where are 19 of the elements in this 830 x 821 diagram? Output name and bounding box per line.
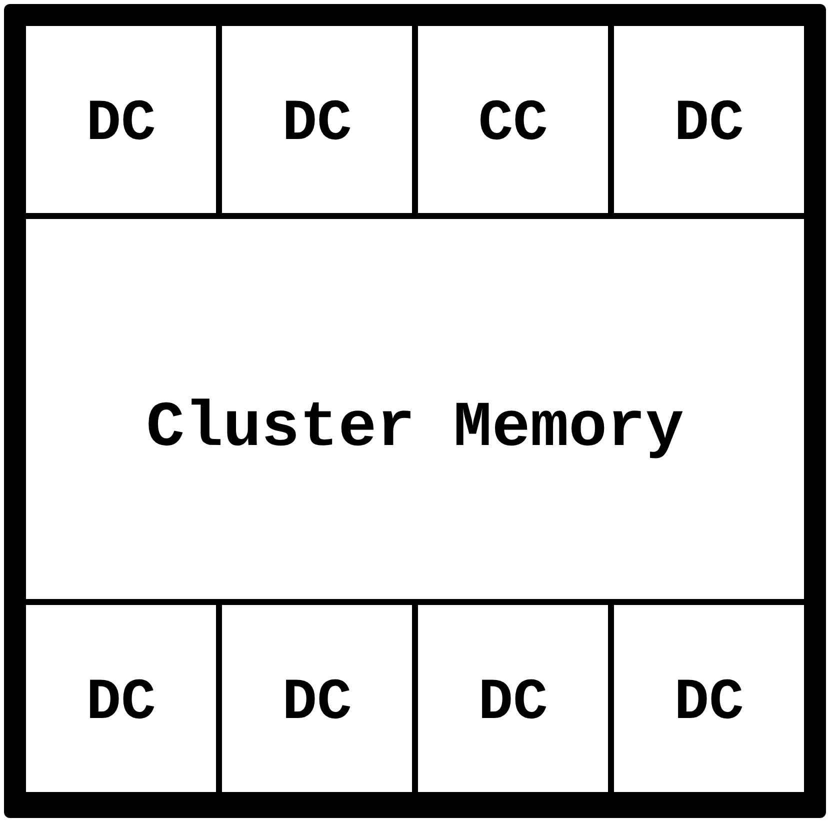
core-cell: [222, 605, 412, 792]
core-label: DC: [282, 91, 352, 159]
core-cell: [222, 26, 412, 213]
memory-label: Cluster Memory: [145, 392, 685, 467]
core-label: DC: [282, 670, 352, 738]
core-label: DC: [674, 91, 744, 159]
core-cell: [614, 605, 804, 792]
outer-frame: [4, 4, 826, 818]
memory-block: [26, 219, 804, 599]
core-label: DC: [86, 91, 156, 159]
core-cell: [26, 605, 216, 792]
core-cell: [418, 26, 608, 213]
core-label: DC: [86, 670, 156, 738]
core-cell: [614, 26, 804, 213]
core-label: CC: [478, 91, 548, 159]
core-label: DC: [478, 670, 548, 738]
core-cell: [26, 26, 216, 213]
core-cell: [418, 605, 608, 792]
core-label: DC: [674, 670, 744, 738]
